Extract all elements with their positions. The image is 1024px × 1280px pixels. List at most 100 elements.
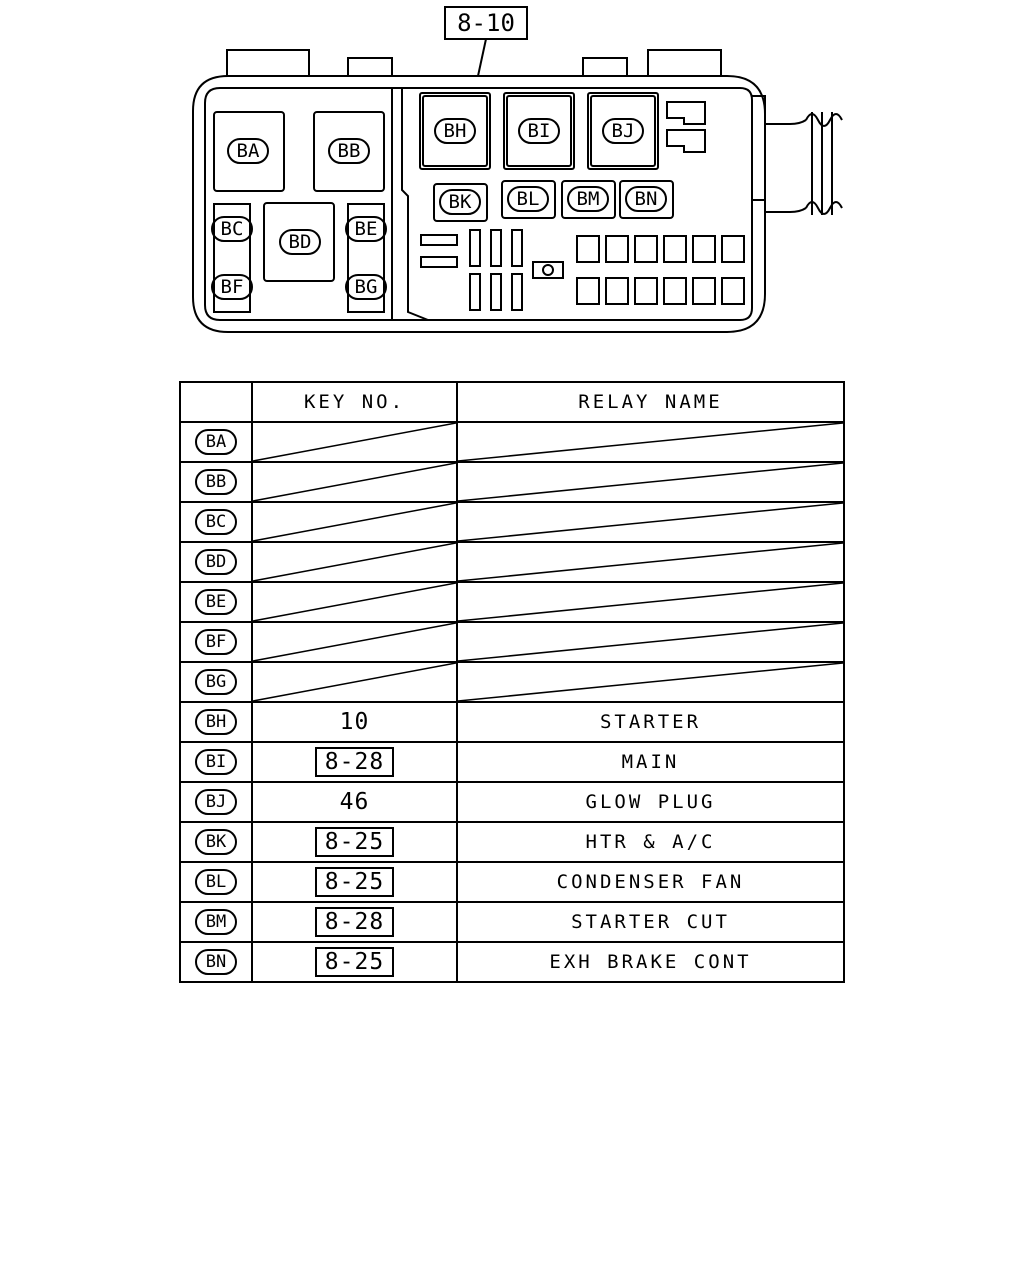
code-badge: BL bbox=[195, 869, 237, 895]
row-key-no bbox=[251, 501, 458, 543]
header-relay-name: RELAY NAME bbox=[456, 381, 845, 423]
row-key-no: 8-28 bbox=[251, 741, 458, 783]
slot-label-be: BE bbox=[355, 218, 378, 240]
empty-slash bbox=[458, 623, 843, 661]
row-key-no bbox=[251, 421, 458, 463]
empty-slash bbox=[253, 423, 456, 461]
key-reference-box: 8-28 bbox=[314, 747, 395, 777]
relay-name-text: GLOW PLUG bbox=[585, 791, 716, 813]
code-badge: BI bbox=[195, 749, 237, 775]
empty-slash bbox=[253, 503, 456, 541]
relay-name-text: HTR & A/C bbox=[585, 831, 716, 853]
empty-slash bbox=[253, 663, 456, 701]
slot-label-bh: BH bbox=[444, 120, 467, 142]
empty-slash bbox=[458, 463, 843, 501]
empty-slash bbox=[253, 463, 456, 501]
code-badge: BK bbox=[195, 829, 237, 855]
table-row: BA bbox=[179, 421, 845, 463]
relay-name-text: STARTER bbox=[599, 711, 702, 733]
relay-name-text: EXH BRAKE CONT bbox=[549, 951, 752, 973]
table-row: BI 8-28 MAIN bbox=[179, 741, 845, 783]
slot-label-bc: BC bbox=[221, 218, 244, 240]
row-code: BD bbox=[179, 541, 253, 583]
row-relay-name bbox=[456, 541, 845, 583]
row-relay-name bbox=[456, 581, 845, 623]
row-relay-name: STARTER CUT bbox=[456, 901, 845, 943]
empty-slash bbox=[458, 543, 843, 581]
row-relay-name: MAIN bbox=[456, 741, 845, 783]
row-code: BG bbox=[179, 661, 253, 703]
row-relay-name bbox=[456, 421, 845, 463]
code-badge: BD bbox=[195, 549, 237, 575]
code-badge: BN bbox=[195, 949, 237, 975]
empty-slash bbox=[458, 423, 843, 461]
table-row: BG bbox=[179, 661, 845, 703]
row-code: BI bbox=[179, 741, 253, 783]
row-code: BN bbox=[179, 941, 253, 983]
row-relay-name bbox=[456, 661, 845, 703]
row-relay-name: GLOW PLUG bbox=[456, 781, 845, 823]
key-reference-box: 8-25 bbox=[314, 867, 395, 897]
relay-name-text: MAIN bbox=[621, 751, 680, 773]
table-row: BC bbox=[179, 501, 845, 543]
row-key-no: 8-25 bbox=[251, 941, 458, 983]
table-row: BJ 46 GLOW PLUG bbox=[179, 781, 845, 823]
header-key-no: KEY NO. bbox=[251, 381, 458, 423]
row-code: BB bbox=[179, 461, 253, 503]
code-badge: BF bbox=[195, 629, 237, 655]
table-row: BB bbox=[179, 461, 845, 503]
row-key-no: 8-25 bbox=[251, 821, 458, 863]
table-header-row: KEY NO. RELAY NAME bbox=[179, 381, 845, 423]
row-key-no bbox=[251, 661, 458, 703]
slot-label-bg: BG bbox=[355, 276, 378, 298]
row-relay-name bbox=[456, 501, 845, 543]
slot-label-bm: BM bbox=[577, 188, 600, 210]
empty-slash bbox=[458, 503, 843, 541]
row-relay-name bbox=[456, 461, 845, 503]
row-code: BK bbox=[179, 821, 253, 863]
row-code: BH bbox=[179, 701, 253, 743]
row-key-no bbox=[251, 541, 458, 583]
slot-label-bn: BN bbox=[635, 188, 658, 210]
slot-label-ba: BA bbox=[237, 140, 260, 162]
key-number: 10 bbox=[339, 709, 370, 735]
slot-label-bb: BB bbox=[338, 140, 361, 162]
slot-label-bj: BJ bbox=[612, 120, 635, 142]
code-badge: BA bbox=[195, 429, 237, 455]
code-badge: BG bbox=[195, 669, 237, 695]
code-badge: BM bbox=[195, 909, 237, 935]
code-badge: BC bbox=[195, 509, 237, 535]
table-row: BH 10 STARTER bbox=[179, 701, 845, 743]
code-badge: BB bbox=[195, 469, 237, 495]
relay-name-text: CONDENSER FAN bbox=[556, 871, 745, 893]
slot-label-bl: BL bbox=[517, 188, 540, 210]
table-row: BN 8-25 EXH BRAKE CONT bbox=[179, 941, 845, 983]
code-badge: BJ bbox=[195, 789, 237, 815]
row-code: BF bbox=[179, 621, 253, 663]
header-code bbox=[179, 381, 253, 423]
row-code: BJ bbox=[179, 781, 253, 823]
row-key-no: 46 bbox=[251, 781, 458, 823]
table-row: BF bbox=[179, 621, 845, 663]
row-code: BM bbox=[179, 901, 253, 943]
relay-box-diagram: 8-10 BA BB BC BD BE BF BG BH BI BJ BK BL… bbox=[192, 6, 843, 333]
key-number: 46 bbox=[339, 789, 370, 815]
row-code: BA bbox=[179, 421, 253, 463]
row-key-no bbox=[251, 621, 458, 663]
row-relay-name: EXH BRAKE CONT bbox=[456, 941, 845, 983]
code-badge: BH bbox=[195, 709, 237, 735]
row-key-no: 8-25 bbox=[251, 861, 458, 903]
row-key-no bbox=[251, 581, 458, 623]
table-row: BL 8-25 CONDENSER FAN bbox=[179, 861, 845, 903]
relay-name-text: STARTER CUT bbox=[571, 911, 730, 933]
table-row: BE bbox=[179, 581, 845, 623]
slot-label-bd: BD bbox=[289, 231, 312, 253]
key-reference-box: 8-28 bbox=[314, 907, 395, 937]
slot-label-bi: BI bbox=[528, 120, 551, 142]
table-row: BK 8-25 HTR & A/C bbox=[179, 821, 845, 863]
empty-slash bbox=[253, 583, 456, 621]
table-row: BD bbox=[179, 541, 845, 583]
slot-label-bk: BK bbox=[449, 191, 472, 213]
row-relay-name: CONDENSER FAN bbox=[456, 861, 845, 903]
